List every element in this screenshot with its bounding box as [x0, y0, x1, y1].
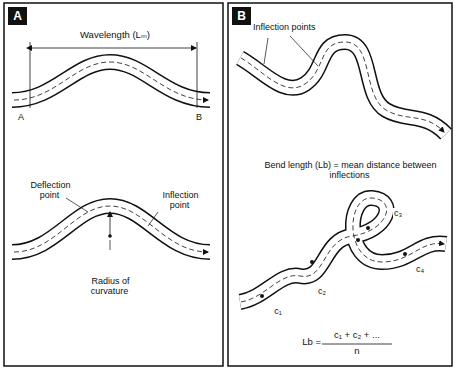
point-letter-box: B [192, 112, 206, 122]
segment-label-box: c₃ [390, 208, 406, 218]
segment-label: c₃ [393, 208, 403, 218]
segment-label: c₂ [317, 286, 327, 296]
segment-label: c₄ [415, 264, 425, 274]
formula-text: n [353, 345, 360, 356]
panel-letter: B [233, 8, 250, 24]
formula-text-box: c₁ + c₂ + ... [322, 330, 392, 341]
feature-label-box: Deflection point [20, 180, 80, 201]
feature-label: Deflection point [29, 180, 70, 200]
feature-label: Radius of curvature [90, 276, 129, 296]
definition-text: Bend length (Lb) = mean distance between… [264, 160, 437, 180]
point-letter-box: A [14, 112, 28, 122]
feature-label: Inflection points [252, 22, 317, 32]
formula-text: c₁ + c₂ + ... [333, 329, 381, 340]
panel-letter: A [9, 8, 26, 24]
dimension-label: Wavelength (Lₘ) [79, 29, 151, 40]
formula-text-box: Lb = [290, 337, 322, 348]
feature-label-box: Inflection points [252, 22, 342, 32]
dimension-label-box: Wavelength (Lₘ) [60, 30, 170, 41]
feature-label-box: Inflection point [150, 190, 210, 211]
panel-tag: B [232, 7, 251, 25]
formula-text: Lb = [301, 336, 322, 347]
feature-label: Inflection point [161, 190, 198, 210]
point-letter: A [17, 112, 25, 122]
formula-text-box: n [322, 346, 392, 357]
point-letter: B [195, 112, 203, 122]
segment-label: c₁ [273, 306, 283, 316]
segment-label-box: c₁ [270, 306, 286, 316]
segment-label-box: c₄ [412, 264, 428, 274]
panel-tag: A [8, 7, 27, 25]
definition-text-box: Bend length (Lb) = mean distance between… [262, 160, 438, 181]
feature-label-box: Radius of curvature [70, 276, 150, 297]
segment-label-box: c₂ [314, 286, 330, 296]
